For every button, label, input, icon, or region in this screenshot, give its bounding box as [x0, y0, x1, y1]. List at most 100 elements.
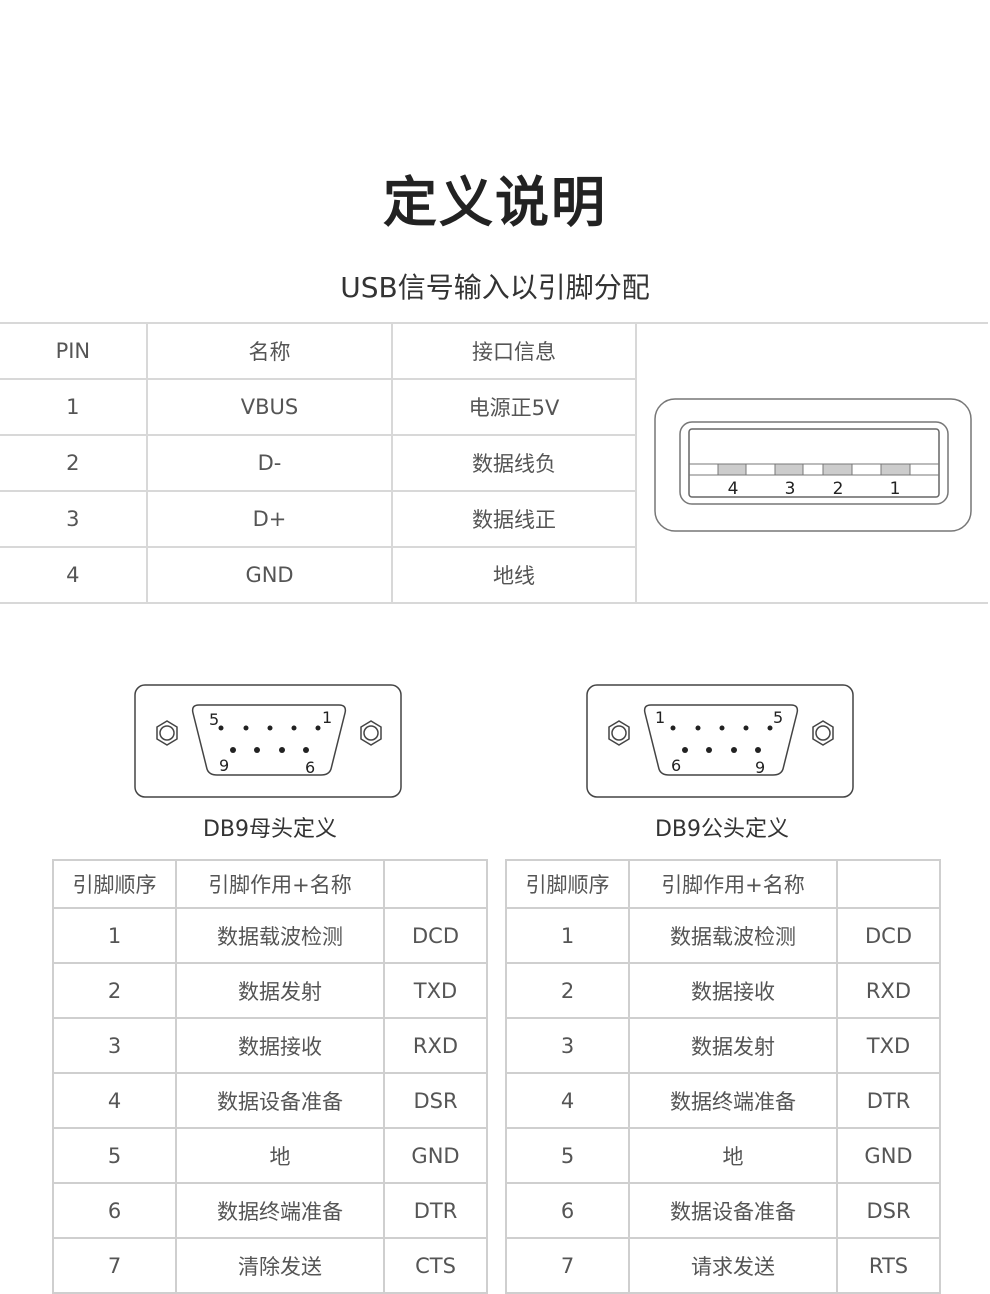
- cell: TXD: [383, 962, 488, 1019]
- cell: 数据接收: [175, 1017, 385, 1074]
- cell: 1: [505, 907, 630, 964]
- cell: 地: [628, 1127, 838, 1184]
- header-cell: [836, 859, 941, 909]
- header-cell: PIN: [0, 322, 148, 380]
- cell: 5: [505, 1127, 630, 1184]
- cell: 1: [0, 378, 148, 436]
- db9-male-label: DB9公头定义: [654, 817, 790, 842]
- cell: 数据终端准备: [628, 1072, 838, 1129]
- cell: RXD: [836, 962, 941, 1019]
- header-cell: 引脚顺序: [52, 859, 177, 909]
- cell: 7: [505, 1237, 630, 1294]
- pin-label: 3: [785, 479, 796, 499]
- pin-label: 9: [755, 758, 765, 777]
- cell: DCD: [383, 907, 488, 964]
- pin-label: 2: [833, 479, 844, 499]
- cell: GND: [145, 546, 394, 604]
- cell: 数据线负: [391, 434, 637, 492]
- cell: 清除发送: [175, 1237, 385, 1294]
- cell: 数据接收: [628, 962, 838, 1019]
- cell: 数据发射: [628, 1017, 838, 1074]
- cell: RTS: [836, 1237, 941, 1294]
- table-header-row: PIN 名称 接口信息: [0, 322, 988, 604]
- table-header-row: 引脚顺序引脚作用+名称: [52, 859, 488, 909]
- cell: GND: [383, 1127, 488, 1184]
- cell: 4: [505, 1072, 630, 1129]
- usb-port-diagram: 4 3 2 1: [654, 398, 972, 532]
- cell: CTS: [383, 1237, 488, 1294]
- pin-label: 1: [322, 708, 332, 727]
- cell: 1: [52, 907, 177, 964]
- pin-label: 1: [655, 708, 665, 727]
- cell: 数据设备准备: [628, 1182, 838, 1239]
- cell: GND: [836, 1127, 941, 1184]
- cell: DTR: [836, 1072, 941, 1129]
- cell: D+: [145, 490, 394, 548]
- cell: 地: [175, 1127, 385, 1184]
- cell: 2: [0, 434, 148, 492]
- cell: TXD: [836, 1017, 941, 1074]
- cell: 6: [52, 1182, 177, 1239]
- cell: 数据设备准备: [175, 1072, 385, 1129]
- cell: 地线: [391, 546, 637, 604]
- pin-label: 5: [773, 708, 783, 727]
- cell: 数据线正: [391, 490, 637, 548]
- cell: DCD: [836, 907, 941, 964]
- pin-label: 6: [305, 758, 315, 777]
- pin-label: 6: [671, 756, 681, 775]
- cell: 3: [0, 490, 148, 548]
- cell: 6: [505, 1182, 630, 1239]
- header-cell: 接口信息: [391, 322, 637, 380]
- usb-subtitle: USB信号输入以引脚分配: [340, 271, 650, 304]
- cell: 2: [52, 962, 177, 1019]
- cell: DSR: [383, 1072, 488, 1129]
- cell: 7: [52, 1237, 177, 1294]
- cell: 数据终端准备: [175, 1182, 385, 1239]
- page-title: 定义说明: [383, 171, 607, 234]
- header-cell: 引脚作用+名称: [175, 859, 385, 909]
- cell: 3: [52, 1017, 177, 1074]
- pin-label: 9: [219, 756, 229, 775]
- cell: DTR: [383, 1182, 488, 1239]
- db9-female-label: DB9母头定义: [202, 817, 338, 842]
- cell: 3: [505, 1017, 630, 1074]
- db9-female-diagram: 5 1 9 6: [134, 684, 402, 798]
- cell: 数据发射: [175, 962, 385, 1019]
- cell: 数据载波检测: [175, 907, 385, 964]
- table-header-row: 引脚顺序引脚作用+名称: [505, 859, 941, 909]
- cell: DSR: [836, 1182, 941, 1239]
- pin-label: 5: [209, 710, 219, 729]
- cell: 4: [52, 1072, 177, 1129]
- pin-label: 4: [728, 479, 739, 499]
- cell: 4: [0, 546, 148, 604]
- db9-male-diagram: 1 5 6 9: [586, 684, 854, 798]
- cell: 电源正5V: [391, 378, 637, 436]
- cell: D-: [145, 434, 394, 492]
- cell: 2: [505, 962, 630, 1019]
- cell: 请求发送: [628, 1237, 838, 1294]
- cell: 数据载波检测: [628, 907, 838, 964]
- header-cell: 引脚顺序: [505, 859, 630, 909]
- header-cell: [383, 859, 488, 909]
- cell: RXD: [383, 1017, 488, 1074]
- pin-label: 1: [890, 479, 901, 499]
